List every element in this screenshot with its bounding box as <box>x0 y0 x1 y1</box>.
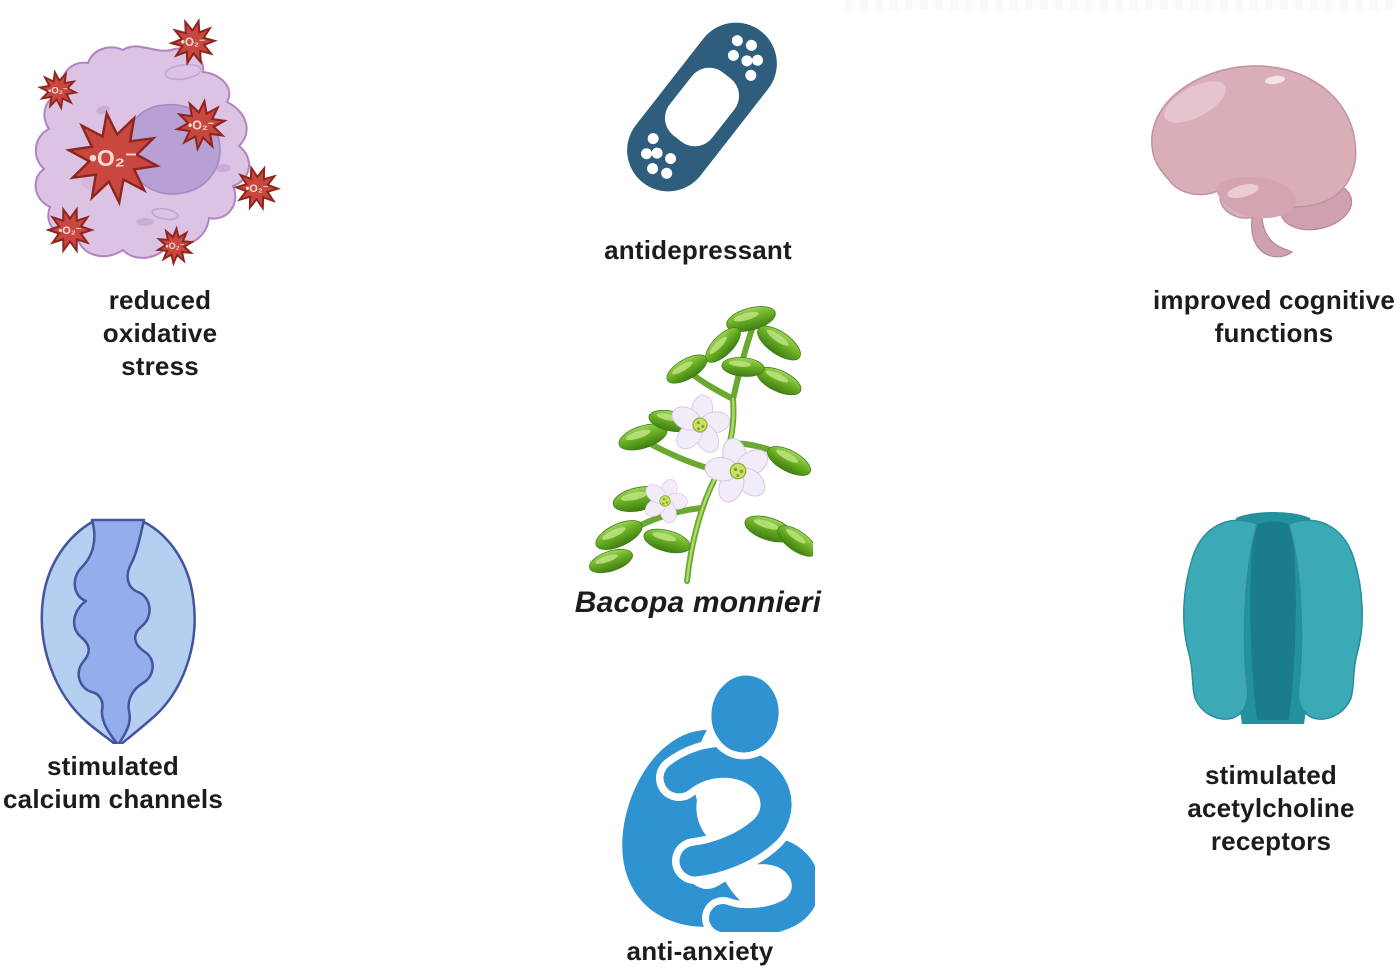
label-line: reduced <box>108 285 212 315</box>
superoxide-radical-icon: •O₂⁻ <box>63 106 163 210</box>
superoxide-radical-icon: •O₂⁻ <box>156 226 194 266</box>
calcium-channel-icon <box>32 514 204 744</box>
label-oxidative-stress: reduced oxidative stress <box>35 284 285 383</box>
person-arm <box>663 746 792 877</box>
acetylcholine-receptor-icon <box>1178 512 1368 734</box>
receptor-pore <box>1250 521 1296 720</box>
label-line: stimulated <box>1204 760 1338 790</box>
superoxide-radical-icon: •O₂⁻ <box>174 97 228 153</box>
cell-organelle-outline <box>151 207 179 221</box>
anxious-person-icon <box>595 668 815 932</box>
label-calcium-channels: stimulated calcium channels <box>0 750 263 816</box>
plant-name: Bacopa monnieri <box>574 586 822 619</box>
label-line: functions <box>1214 318 1334 348</box>
brain-shine <box>1265 75 1285 85</box>
svg-text:•O₂⁻: •O₂⁻ <box>58 225 81 237</box>
label-line: stress <box>121 351 199 381</box>
cell-organelle-outline <box>164 63 202 81</box>
brain-lobe-highlight <box>1227 184 1259 198</box>
label-line: improved cognitive <box>1153 285 1395 315</box>
receptor-left-lobe <box>1183 519 1258 720</box>
label-line: acetylcholine <box>1187 793 1355 823</box>
svg-text:•O₂⁻: •O₂⁻ <box>188 118 215 132</box>
superoxide-radical-icon: •O₂⁻ <box>42 202 98 258</box>
bacopa-plant-icon <box>583 303 813 587</box>
receptor-right-lobe <box>1288 519 1363 720</box>
bandage-holes <box>640 35 764 179</box>
bandage-icon <box>600 5 805 210</box>
superoxide-radical-icon: •O₂⁻ <box>230 160 284 216</box>
brain-icon <box>1123 50 1365 260</box>
svg-text:•O₂⁻: •O₂⁻ <box>166 241 185 251</box>
svg-text:•O₂⁻: •O₂⁻ <box>48 85 68 96</box>
channel-pore <box>72 518 154 744</box>
label-antidepressant: antidepressant <box>548 234 848 267</box>
label-acetylcholine-receptors: stimulated acetylcholine receptors <box>1121 759 1400 858</box>
bandage-pad <box>664 67 740 147</box>
svg-text:•O₂⁻: •O₂⁻ <box>181 37 205 49</box>
label-anti-anxiety: anti-anxiety <box>550 935 850 968</box>
cell-speckle <box>215 164 231 172</box>
svg-text:•O₂⁻: •O₂⁻ <box>245 183 268 195</box>
cell-speckle <box>136 218 154 226</box>
label-line: stimulated <box>46 751 180 781</box>
person-head <box>704 668 786 760</box>
brain-temporal-lobe <box>1215 176 1296 219</box>
label-bacopa-monnieri: Bacopa monnieri <box>548 586 848 620</box>
label-line: anti-anxiety <box>626 936 774 966</box>
superoxide-radical-icon: •O₂⁻ <box>166 14 220 70</box>
label-line: oxidative <box>102 318 218 348</box>
brain-highlight <box>1164 81 1226 123</box>
label-line: antidepressant <box>604 235 792 265</box>
cell-free-radicals-icon: •O₂⁻ •O₂⁻ •O₂⁻ •O₂⁻ •O₂⁻ •O₂⁻ <box>25 10 290 272</box>
superoxide-radical-icon: •O₂⁻ <box>37 68 79 112</box>
cropped-watermark-strip <box>845 0 1400 10</box>
label-line: receptors <box>1210 826 1332 856</box>
label-cognitive-functions: improved cognitive functions <box>1114 284 1400 350</box>
svg-text:•O₂⁻: •O₂⁻ <box>89 145 137 171</box>
label-line: calcium channels <box>3 784 223 814</box>
